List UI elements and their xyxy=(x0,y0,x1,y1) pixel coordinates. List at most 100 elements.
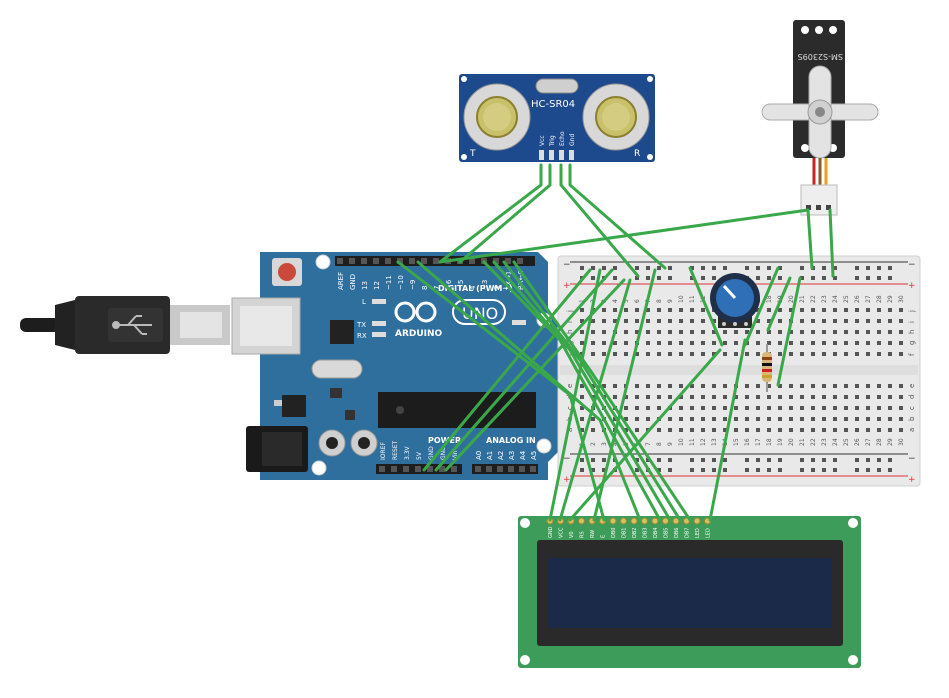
terminal-hole[interactable] xyxy=(866,352,870,356)
terminal-hole[interactable] xyxy=(624,352,628,356)
rail-hole[interactable] xyxy=(745,266,749,270)
terminal-hole[interactable] xyxy=(712,428,716,432)
rail-hole[interactable] xyxy=(701,266,705,270)
terminal-hole[interactable] xyxy=(745,406,749,410)
terminal-hole[interactable] xyxy=(789,308,793,312)
terminal-hole[interactable] xyxy=(690,395,694,399)
lcd-pin[interactable] xyxy=(578,517,585,525)
terminal-hole[interactable] xyxy=(701,319,705,323)
terminal-hole[interactable] xyxy=(668,384,672,388)
terminal-hole[interactable] xyxy=(778,341,782,345)
terminal-hole[interactable] xyxy=(833,330,837,334)
analog-pin[interactable] xyxy=(508,466,514,472)
lcd-pin[interactable] xyxy=(630,517,638,525)
terminal-hole[interactable] xyxy=(712,352,716,356)
terminal-hole[interactable] xyxy=(833,341,837,345)
rail-hole[interactable] xyxy=(690,458,694,462)
terminal-hole[interactable] xyxy=(701,330,705,334)
rail-hole[interactable] xyxy=(602,458,606,462)
terminal-hole[interactable] xyxy=(844,395,848,399)
terminal-hole[interactable] xyxy=(789,330,793,334)
terminal-hole[interactable] xyxy=(877,406,881,410)
terminal-hole[interactable] xyxy=(591,319,595,323)
rail-hole[interactable] xyxy=(613,266,617,270)
terminal-hole[interactable] xyxy=(844,319,848,323)
terminal-hole[interactable] xyxy=(657,395,661,399)
terminal-hole[interactable] xyxy=(734,330,738,334)
rail-hole[interactable] xyxy=(756,468,760,472)
terminal-hole[interactable] xyxy=(635,417,639,421)
terminal-hole[interactable] xyxy=(899,330,903,334)
terminal-hole[interactable] xyxy=(745,384,749,388)
terminal-hole[interactable] xyxy=(701,428,705,432)
digital-pin[interactable] xyxy=(421,258,427,264)
terminal-hole[interactable] xyxy=(635,428,639,432)
terminal-hole[interactable] xyxy=(723,341,727,345)
terminal-hole[interactable] xyxy=(580,330,584,334)
terminal-hole[interactable] xyxy=(756,352,760,356)
rail-hole[interactable] xyxy=(657,266,661,270)
terminal-hole[interactable] xyxy=(822,395,826,399)
terminal-hole[interactable] xyxy=(811,330,815,334)
terminal-hole[interactable] xyxy=(602,308,606,312)
terminal-hole[interactable] xyxy=(888,352,892,356)
rail-hole[interactable] xyxy=(580,458,584,462)
digital-pin[interactable] xyxy=(433,258,439,264)
analog-pin[interactable] xyxy=(486,466,492,472)
rail-hole[interactable] xyxy=(800,468,804,472)
terminal-hole[interactable] xyxy=(701,395,705,399)
power-pin[interactable] xyxy=(439,466,445,472)
terminal-hole[interactable] xyxy=(657,330,661,334)
rail-hole[interactable] xyxy=(877,468,881,472)
terminal-hole[interactable] xyxy=(800,406,804,410)
terminal-hole[interactable] xyxy=(690,384,694,388)
rail-hole[interactable] xyxy=(712,266,716,270)
terminal-hole[interactable] xyxy=(877,428,881,432)
rail-hole[interactable] xyxy=(745,468,749,472)
digital-pin[interactable] xyxy=(409,258,415,264)
terminal-hole[interactable] xyxy=(602,341,606,345)
terminal-hole[interactable] xyxy=(690,428,694,432)
terminal-hole[interactable] xyxy=(778,319,782,323)
terminal-hole[interactable] xyxy=(690,352,694,356)
terminal-hole[interactable] xyxy=(833,417,837,421)
terminal-hole[interactable] xyxy=(822,330,826,334)
terminal-hole[interactable] xyxy=(899,428,903,432)
terminal-hole[interactable] xyxy=(888,395,892,399)
rail-hole[interactable] xyxy=(866,468,870,472)
terminal-hole[interactable] xyxy=(877,330,881,334)
rail-hole[interactable] xyxy=(591,276,595,280)
terminal-hole[interactable] xyxy=(866,330,870,334)
terminal-hole[interactable] xyxy=(723,417,727,421)
rail-hole[interactable] xyxy=(778,266,782,270)
rail-hole[interactable] xyxy=(888,468,892,472)
terminal-hole[interactable] xyxy=(899,341,903,345)
terminal-hole[interactable] xyxy=(899,395,903,399)
terminal-hole[interactable] xyxy=(591,352,595,356)
rail-hole[interactable] xyxy=(822,468,826,472)
rail-hole[interactable] xyxy=(668,468,672,472)
rail-hole[interactable] xyxy=(657,276,661,280)
rail-hole[interactable] xyxy=(690,276,694,280)
rail-hole[interactable] xyxy=(833,276,837,280)
terminal-hole[interactable] xyxy=(756,395,760,399)
terminal-hole[interactable] xyxy=(580,341,584,345)
terminal-hole[interactable] xyxy=(668,428,672,432)
terminal-hole[interactable] xyxy=(591,417,595,421)
rail-hole[interactable] xyxy=(635,468,639,472)
terminal-hole[interactable] xyxy=(580,319,584,323)
terminal-hole[interactable] xyxy=(580,395,584,399)
power-pin[interactable] xyxy=(403,466,409,472)
terminal-hole[interactable] xyxy=(690,417,694,421)
terminal-hole[interactable] xyxy=(679,384,683,388)
rail-hole[interactable] xyxy=(767,458,771,462)
digital-pin[interactable] xyxy=(397,258,403,264)
terminal-hole[interactable] xyxy=(844,341,848,345)
rail-hole[interactable] xyxy=(690,266,694,270)
rail-hole[interactable] xyxy=(822,266,826,270)
terminal-hole[interactable] xyxy=(602,330,606,334)
rail-hole[interactable] xyxy=(591,266,595,270)
terminal-hole[interactable] xyxy=(899,352,903,356)
terminal-hole[interactable] xyxy=(635,406,639,410)
terminal-hole[interactable] xyxy=(888,341,892,345)
